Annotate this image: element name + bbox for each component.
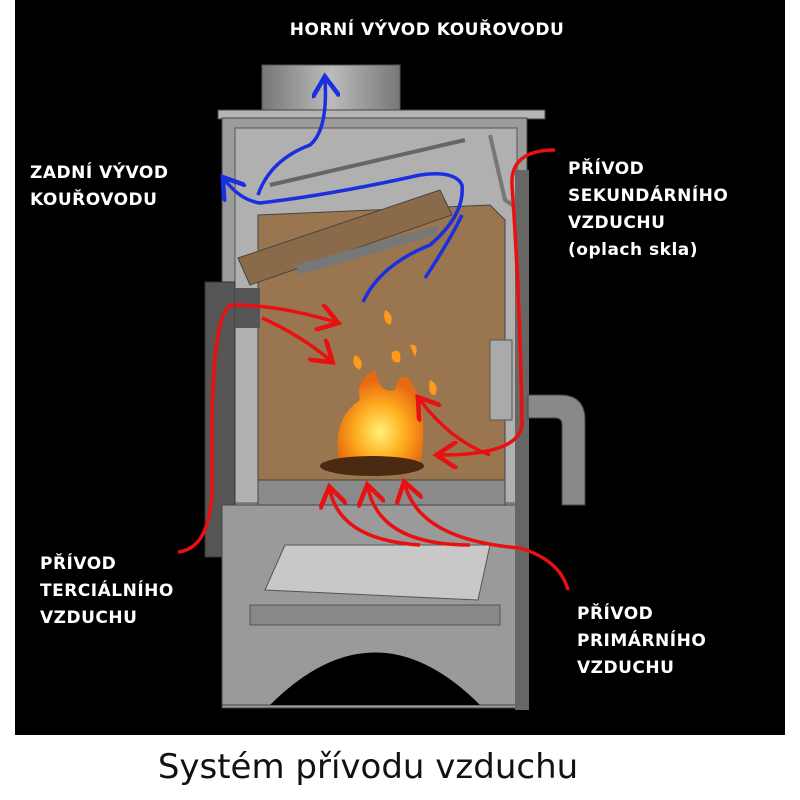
base-arch [270,652,480,705]
secondary-air-arrow [440,148,556,455]
label-primary-2: PRIMÁRNÍHO [577,629,706,651]
label-secondary-4: (oplach skla) [568,240,698,260]
ash-rail [249,604,501,626]
air-flow [177,148,570,591]
label-tertiary-3: VZDUCHU [40,608,137,628]
primary-air-arrow-1 [405,485,570,591]
tertiary-air-arrow [177,303,335,554]
label-secondary-2: SEKUNDÁRNÍHO [568,184,728,206]
label-primary-1: PŘÍVOD [577,602,653,624]
deflector-plate [269,138,466,187]
baffle-board [237,189,453,286]
tertiary-air-arrow-2 [261,316,330,360]
smoke-arrow-top [256,80,325,196]
baffle-plate [295,225,440,275]
caption: Systém přívodu vzduchu [158,747,578,787]
door-handle [527,394,586,506]
stove-body [204,64,586,710]
fire [320,310,437,476]
top-flue-pipe [261,64,401,114]
spark [429,380,437,395]
label-rear-flue-2: KOUŘOVODU [30,188,157,210]
glass-clamp [489,339,513,421]
label-tertiary-1: PŘÍVOD [40,552,116,574]
primary-air-arrow-3 [330,490,421,547]
label-top-flue: HORNÍ VÝVOD KOUŘOVODU [290,18,565,40]
spark [410,344,417,357]
spark [391,350,401,363]
label-tertiary-2: TERCIÁLNÍHO [40,579,174,601]
labels: HORNÍ VÝVOD KOUŘOVODU ZADNÍ VÝVOD KOUŘOV… [30,18,728,678]
logs [320,456,424,476]
ash-pan [264,544,491,601]
label-secondary-3: VZDUCHU [568,213,665,233]
flame [337,370,424,465]
secondary-air-arrow-2 [420,400,491,457]
label-primary-3: VZDUCHU [577,658,674,678]
grate [257,479,506,506]
label-secondary-1: PŘÍVOD [568,157,644,179]
label-rear-flue-1: ZADNÍ VÝVOD [30,161,168,183]
smoke-arrow-rear [225,172,464,303]
primary-air-arrow-2 [368,488,471,547]
tertiary-inlet [235,288,260,328]
smoke-flow [225,80,464,303]
spark [384,310,392,325]
spark [353,355,362,370]
smoke-stream [423,214,464,279]
